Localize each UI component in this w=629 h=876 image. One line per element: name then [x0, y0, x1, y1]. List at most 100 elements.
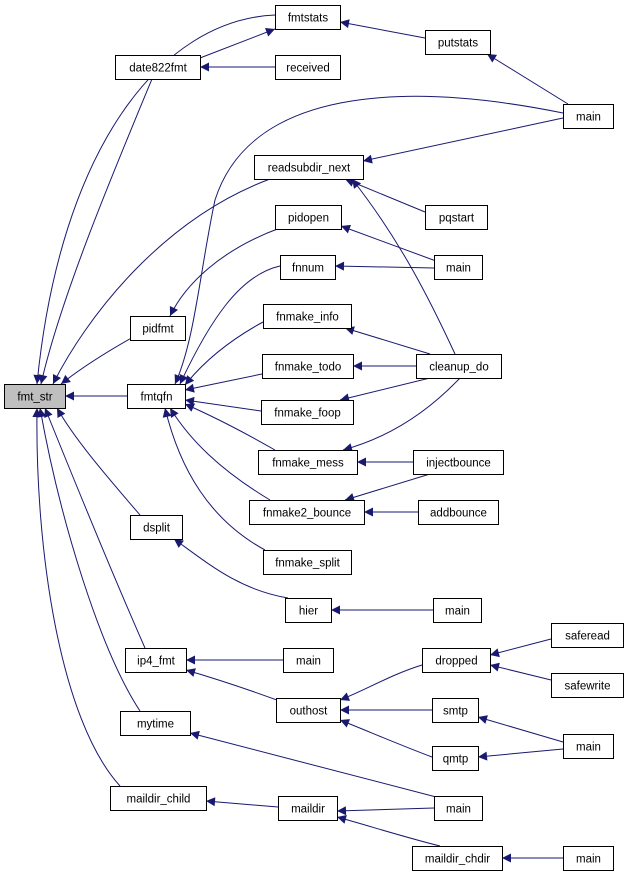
node-box-saferead: [551, 623, 624, 648]
node-label-maildir_child: maildir_child: [127, 794, 191, 806]
node-readsubdir_next[interactable]: readsubdir_next: [254, 155, 364, 180]
node-box-fnmake_split: [263, 550, 352, 575]
node-received[interactable]: received: [275, 55, 341, 80]
edge-main_smtp-to-qmtp: [477, 748, 564, 761]
node-box-fnmake_foop: [261, 400, 354, 425]
edge-fnmake_info-to-fmtqfn: [184, 321, 264, 386]
edge-fmtstats-to-fmt_str: [33, 14, 276, 385]
node-box-main_pidopen: [434, 255, 483, 280]
node-outhost[interactable]: outhost: [276, 698, 341, 723]
node-box-maildir_chdir: [412, 846, 503, 871]
node-label-hier: hier: [299, 606, 318, 618]
edge-date822fmt-to-fmtstats: [199, 28, 276, 59]
node-label-fnmake_foop: fnmake_foop: [274, 408, 341, 420]
node-label-main_chdir: main: [576, 854, 601, 866]
node-cleanup_do[interactable]: cleanup_do: [416, 354, 502, 379]
edge-main_pidopen-to-pidopen: [340, 224, 437, 262]
node-box-main_smtp: [563, 734, 614, 759]
node-maildir_child[interactable]: maildir_child: [110, 786, 207, 811]
node-box-mytime: [120, 711, 191, 736]
node-label-maildir: maildir: [291, 804, 325, 816]
node-label-cleanup_do: cleanup_do: [429, 362, 488, 374]
node-box-qmtp: [432, 746, 479, 771]
node-fnmake_mess[interactable]: fnmake_mess: [258, 450, 358, 475]
node-fmtqfn[interactable]: fmtqfn: [127, 384, 186, 409]
node-box-dropped: [422, 648, 491, 673]
edge-pidopen-to-pidfmt: [169, 227, 281, 317]
node-box-fmtstats: [275, 5, 341, 30]
node-box-safewrite: [551, 673, 624, 698]
edge-fnmake_mess-to-fmtqfn: [184, 403, 276, 451]
node-label-main_hier: main: [445, 606, 470, 618]
node-saferead[interactable]: saferead: [551, 623, 624, 648]
node-box-fnmake_info: [263, 304, 352, 329]
node-fnmake_info[interactable]: fnmake_info: [263, 304, 352, 329]
node-pqstart[interactable]: pqstart: [425, 205, 488, 230]
edge-outhost-to-ip4_fmt: [185, 668, 286, 704]
node-label-outhost: outhost: [290, 706, 329, 718]
edge-fnmake_split-to-fmtqfn: [162, 407, 266, 551]
edge-main_smtp-to-smtp: [477, 715, 564, 743]
edge-dropped-to-outhost: [339, 664, 423, 701]
node-label-addbounce: addbounce: [430, 508, 487, 520]
node-fnmake_split[interactable]: fnmake_split: [263, 550, 352, 575]
node-fnmake_foop[interactable]: fnmake_foop: [261, 400, 354, 425]
node-box-main_chdir: [563, 846, 614, 871]
node-maildir_chdir[interactable]: maildir_chdir: [412, 846, 503, 871]
node-label-date822fmt: date822fmt: [129, 63, 187, 75]
node-box-received: [275, 55, 341, 80]
node-hier[interactable]: hier: [285, 598, 332, 623]
node-box-fnmake_todo: [262, 354, 354, 379]
nodes-layer: fmt_str fmtstats date822fmt putstats receive…: [4, 5, 624, 871]
node-addbounce[interactable]: addbounce: [418, 500, 499, 525]
edge-fnmake_foop-to-fmtqfn: [184, 396, 262, 412]
node-main_pidopen[interactable]: main: [434, 255, 483, 280]
node-fmtstats[interactable]: fmtstats: [275, 5, 341, 30]
node-box-fnmake2_bounce: [249, 500, 365, 525]
edge-hier-to-dsplit: [173, 538, 289, 599]
node-main_putstats[interactable]: main: [563, 104, 614, 129]
node-mytime[interactable]: mytime: [120, 711, 191, 736]
node-fnmake2_bounce[interactable]: fnmake2_bounce: [249, 500, 365, 525]
node-box-fmtqfn: [127, 384, 186, 409]
node-main_chdir[interactable]: main: [563, 846, 614, 871]
node-label-fnmake_split: fnmake_split: [275, 558, 340, 570]
node-dsplit[interactable]: dsplit: [130, 515, 183, 540]
node-label-saferead: saferead: [565, 631, 610, 643]
edge-fnmake_todo-to-fmtqfn: [184, 373, 263, 393]
node-maildir[interactable]: maildir: [278, 796, 338, 821]
node-smtp[interactable]: smtp: [432, 698, 479, 723]
node-safewrite[interactable]: safewrite: [551, 673, 624, 698]
node-main_maildir[interactable]: main: [434, 796, 483, 821]
node-box-injectbounce: [413, 450, 504, 475]
node-box-main_hier: [433, 598, 482, 623]
node-pidfmt[interactable]: pidfmt: [130, 316, 186, 341]
node-label-fnmake_info: fnmake_info: [276, 312, 339, 324]
node-box-hier: [285, 598, 332, 623]
edge-mytime-to-fmt_str: [37, 407, 141, 712]
node-qmtp[interactable]: qmtp: [432, 746, 479, 771]
node-main_smtp[interactable]: main: [563, 734, 614, 759]
node-putstats[interactable]: putstats: [425, 30, 491, 55]
node-main_ip4[interactable]: main: [283, 648, 334, 673]
node-label-safewrite: safewrite: [564, 681, 610, 693]
node-box-date822fmt: [115, 55, 201, 80]
node-label-fmtqfn: fmtqfn: [141, 392, 173, 404]
node-fnmake_todo[interactable]: fnmake_todo: [262, 354, 354, 379]
edge-qmtp-to-outhost: [339, 719, 433, 758]
node-fmt_str: fmt_str: [4, 384, 66, 409]
node-main_hier[interactable]: main: [433, 598, 482, 623]
node-label-fmtstats: fmtstats: [288, 13, 329, 25]
node-injectbounce[interactable]: injectbounce: [413, 450, 504, 475]
node-pidopen[interactable]: pidopen: [275, 205, 342, 230]
node-fnnum[interactable]: fnnum: [280, 255, 336, 280]
node-box-main_putstats: [563, 104, 614, 129]
node-ip4_fmt[interactable]: ip4_fmt: [125, 648, 187, 673]
node-dropped[interactable]: dropped: [422, 648, 491, 673]
edge-fnnum-to-fmtqfn: [179, 265, 281, 385]
node-box-main_ip4: [283, 648, 334, 673]
node-box-pidfmt: [130, 316, 186, 341]
edge-fnmake2_bounce-to-fmtqfn: [169, 407, 271, 501]
node-date822fmt[interactable]: date822fmt: [115, 55, 201, 80]
